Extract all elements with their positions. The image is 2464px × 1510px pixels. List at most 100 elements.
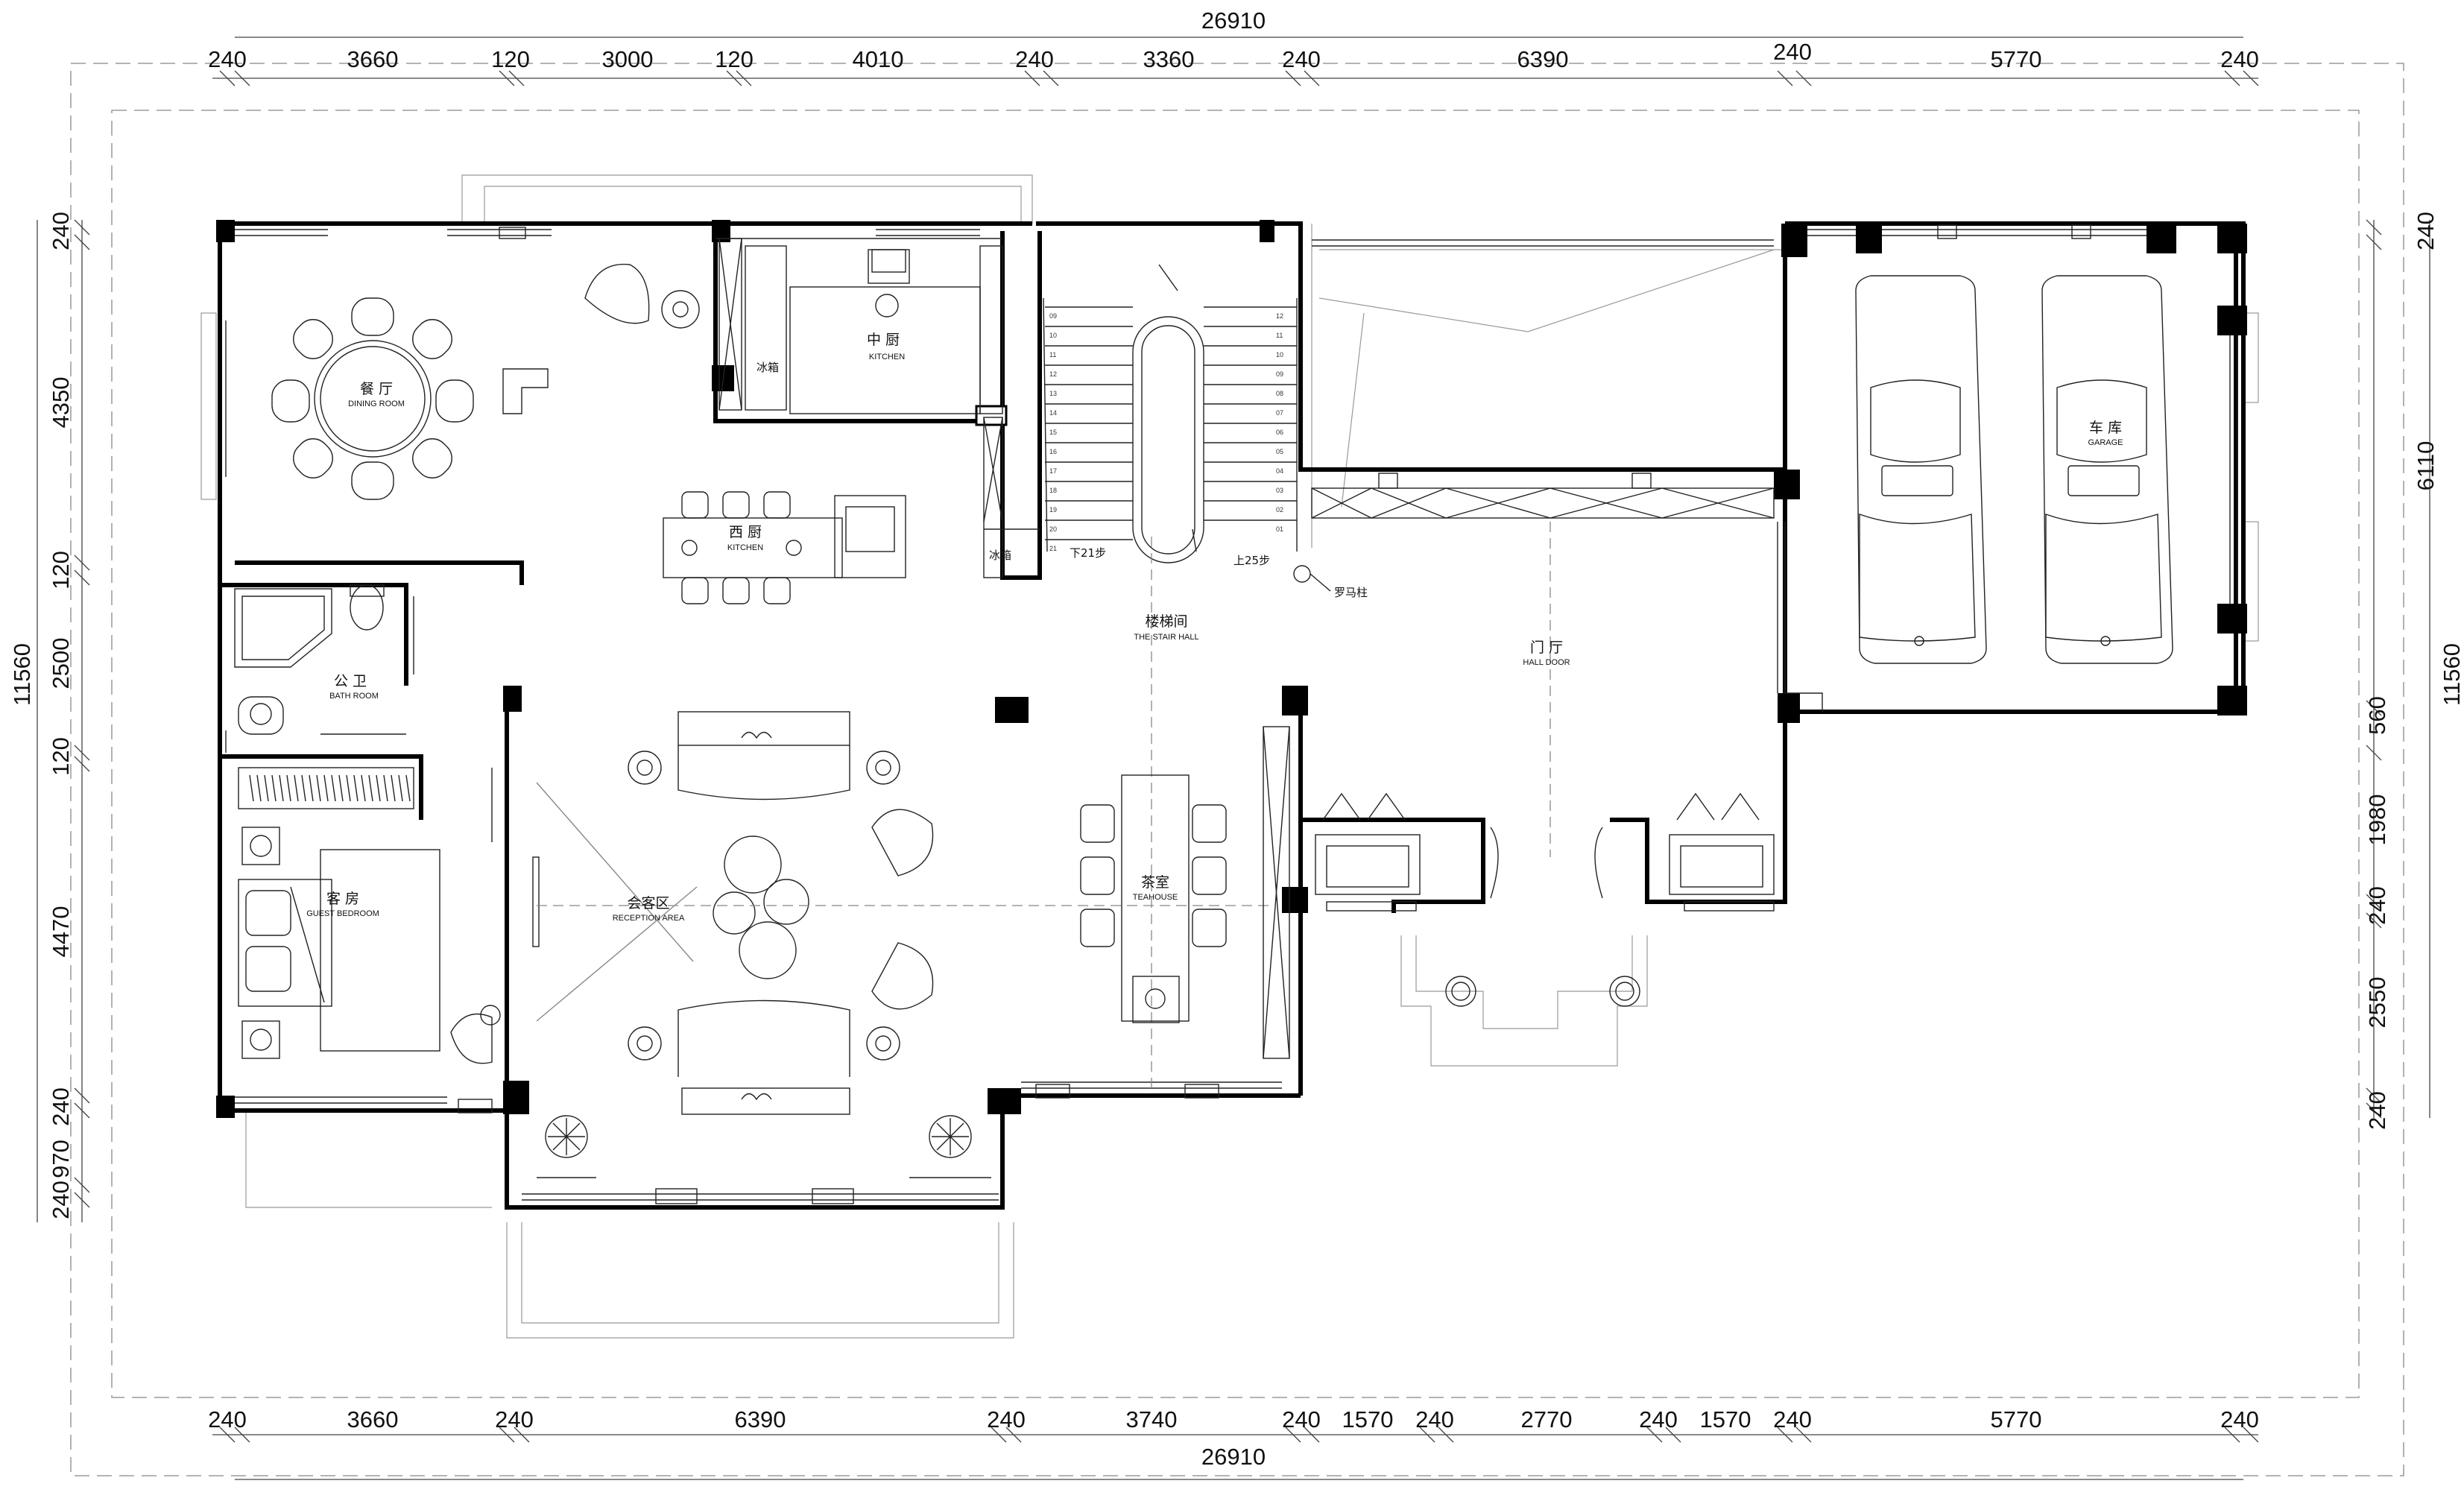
stair-step-number: 01 [1276,525,1283,533]
stair-step-number: 17 [1049,467,1057,475]
bath-fixtures [234,584,414,735]
wardrobe-hanger [405,774,411,802]
wardrobe-hanger [391,774,396,802]
hall-entry-screen [1311,473,1775,519]
dim-left-seg: 120 [48,737,74,776]
wardrobe-hanger [279,774,284,802]
room-label-bath: 公 卫 [334,673,367,689]
dim-bottom-seg: 6390 [735,1406,786,1432]
fridge-label: 冰箱 [756,361,779,374]
room-label-west-kitchen-en: KITCHEN [727,543,763,552]
dim-bottom-seg: 5770 [1991,1406,2042,1432]
stair-step-number: 15 [1049,429,1057,436]
dining-sideboard [502,368,549,414]
room-label-guest: 客 房 [326,891,359,907]
room-label-bath-en: BATH ROOM [329,692,379,701]
stair-step-number: 11 [1276,332,1283,339]
dim-left-seg: 970 [48,1140,74,1178]
dim-right-seg: 240 [2364,1091,2390,1130]
dim-bottom-seg: 2770 [1521,1406,1573,1432]
wardrobe-hanger [301,774,306,802]
walls [218,221,2246,1210]
hall-garage-door [1784,522,1823,712]
dim-top-seg: 240 [208,46,247,72]
wardrobe-hanger [256,774,262,802]
west-kitchen-island [663,491,906,604]
outer-border [70,63,2404,1476]
dim-left-seg: 240 [48,212,74,250]
wardrobe-hanger [249,774,254,802]
room-label-guest-en: GUEST BEDROOM [306,909,379,918]
wardrobe-hanger [353,774,358,802]
inner-border [111,110,2360,1398]
dim-top-seg: 3000 [602,46,654,72]
room-label-hall: 门 厅 [1530,639,1563,656]
car-right [2041,275,2173,664]
dimension-left: 11560 240 4350 120 2500 120 4470 240 970… [9,212,90,1222]
room-label-stair-en: THE STAIR HALL [1134,633,1198,642]
dim-bottom-seg: 240 [987,1406,1026,1432]
wardrobe-hanger [376,774,381,802]
dim-bottom-seg: 3740 [1126,1406,1178,1432]
dim-bottom-total: 26910 [1201,1444,1266,1470]
kitchen-counters [715,238,1003,414]
center-column [995,697,1029,723]
dim-top-seg: 240 [1282,46,1321,72]
wardrobe-hanger [309,774,314,802]
dim-left-seg: 240 [48,1181,74,1219]
stair-step-number: 06 [1276,429,1283,436]
reception-furniture [532,711,934,1115]
stair-step-number: 19 [1049,506,1057,514]
columns [216,220,2247,1118]
dim-left-total: 11560 [9,643,35,706]
wardrobe-hanger [361,774,366,802]
stair-step-number: 21 [1049,545,1057,552]
wardrobe-hanger [398,774,403,802]
wardrobe-hanger [271,774,277,802]
dining-table [271,297,474,500]
stair-step-number: 04 [1276,467,1283,475]
room-label-garage: 车 库 [2089,420,2122,436]
dimension-bottom: 240 3660 240 6390 240 3740 240 1570 240 … [208,1406,2259,1480]
dining-armchair [584,263,700,329]
stair-step-number: 10 [1049,332,1057,339]
room-label-kitchen: 中 厨 [867,332,900,348]
dim-right-seg: 1980 [2364,795,2390,846]
room-label-hall-en: HALL DOOR [1523,658,1570,667]
stair-step-number: 18 [1049,487,1057,494]
room-label-stair: 楼梯间 [1145,613,1187,630]
dim-left-seg: 4350 [48,377,74,429]
room-label-garage-en: GARAGE [2088,438,2123,447]
hall-cabinets [1315,792,1775,1007]
stairs-down-label: 下21步 [1070,546,1106,560]
dim-top-seg: 120 [715,46,754,72]
stairs-up-label: 上25步 [1233,554,1270,567]
dim-right-seg: 560 [2364,696,2390,735]
room-label-tea: 茶室 [1141,874,1169,891]
wardrobe-hanger [294,774,299,802]
dim-bottom-seg: 240 [1282,1406,1321,1432]
wardrobe-hanger [331,774,336,802]
dim-top-seg: 5770 [1991,46,2042,72]
wardrobe-hanger [286,774,291,802]
room-label-dining-en: DINING ROOM [348,399,405,408]
dim-bottom-seg: 240 [1773,1406,1812,1432]
dim-left-seg: 240 [48,1087,74,1126]
wardrobe-hanger [368,774,373,802]
room-label-tea-en: TEAHOUSE [1133,893,1178,902]
dim-left-seg: 2500 [48,638,74,689]
dim-right-seg: 240 [2364,886,2390,925]
dim-left-seg: 120 [48,551,74,590]
wardrobe-hanger [316,774,321,802]
stair-step-number: 03 [1276,487,1283,494]
wardrobe-hanger [323,774,329,802]
room-label-reception: 会客区 [627,895,669,912]
dim-right-seg: 2550 [2364,977,2390,1029]
dim-bottom-seg: 240 [2220,1406,2259,1432]
stair-step-number: 12 [1049,370,1057,378]
stair-step-number: 12 [1276,312,1283,320]
dimension-top: 26910 240 3660 120 3000 120 4010 240 336… [208,7,2259,86]
dim-top-seg: 120 [491,46,530,72]
